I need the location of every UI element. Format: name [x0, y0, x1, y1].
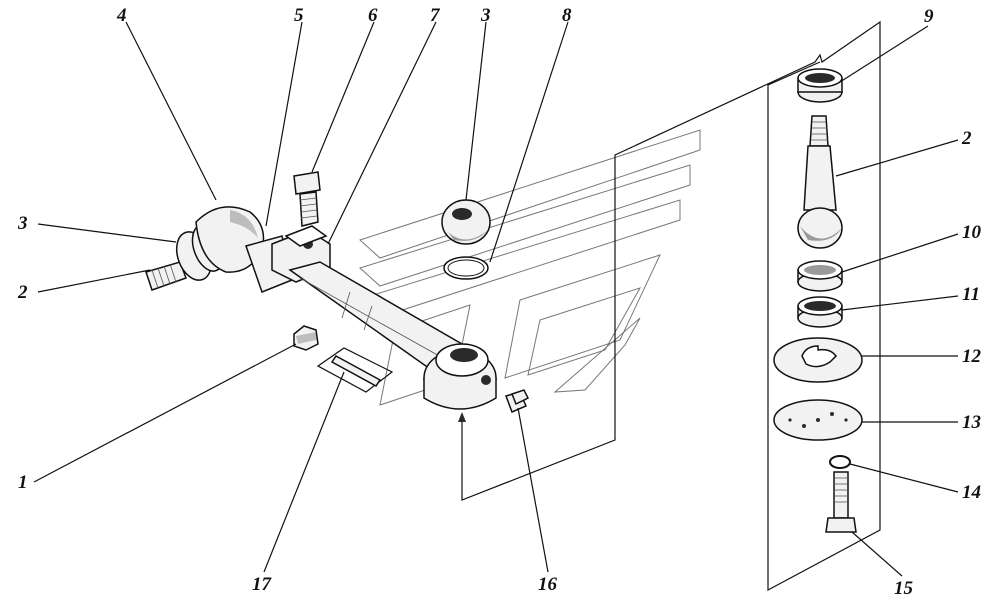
callout-13: 13: [962, 412, 981, 433]
callout-11: 11: [962, 284, 980, 305]
callout-5: 5: [294, 5, 304, 26]
callout-3-left: 3: [17, 213, 28, 234]
callout-16: 16: [538, 574, 558, 595]
callout-labels: 4 5 6 7 3 8 9 3 2 2 10 11 12 13 14 1 17 …: [17, 5, 982, 599]
tie-rod-assembly: [145, 206, 497, 410]
spring-ring: [443, 256, 489, 280]
cover-plate: [773, 399, 863, 441]
callout-4: 4: [116, 5, 127, 26]
lock-plate: [773, 337, 863, 383]
callout-14: 14: [962, 482, 981, 503]
callout-2-right: 2: [961, 128, 972, 149]
callout-3-top: 3: [480, 5, 491, 26]
upper-ring: [797, 68, 843, 103]
callout-9: 9: [924, 6, 934, 27]
castle-nut: [293, 325, 319, 351]
ball-pin-thread: [145, 261, 187, 291]
lock-washer: [829, 455, 851, 469]
tie-rod-eye-end: [423, 343, 497, 410]
ball-pin: [797, 115, 843, 249]
callout-17: 17: [252, 574, 273, 595]
callout-10: 10: [962, 222, 982, 243]
watermark-logo: [359, 129, 701, 406]
callout-12: 12: [962, 346, 982, 367]
cotter-pin: [316, 347, 394, 393]
clamp-bolt: [293, 171, 321, 227]
ball-insert: [441, 199, 491, 245]
callout-8: 8: [562, 5, 572, 26]
grease-fitting: [505, 389, 530, 413]
callout-6: 6: [368, 5, 378, 26]
bushing-upper: [797, 260, 843, 292]
leader-lines: [33, 21, 959, 577]
callout-7: 7: [430, 5, 441, 26]
callout-1: 1: [18, 472, 28, 493]
cover-bolt: [825, 471, 857, 533]
callout-15: 15: [894, 578, 914, 599]
bushing-lower: [797, 296, 843, 328]
callout-2-left: 2: [17, 282, 28, 303]
detail-frame: [458, 20, 881, 592]
